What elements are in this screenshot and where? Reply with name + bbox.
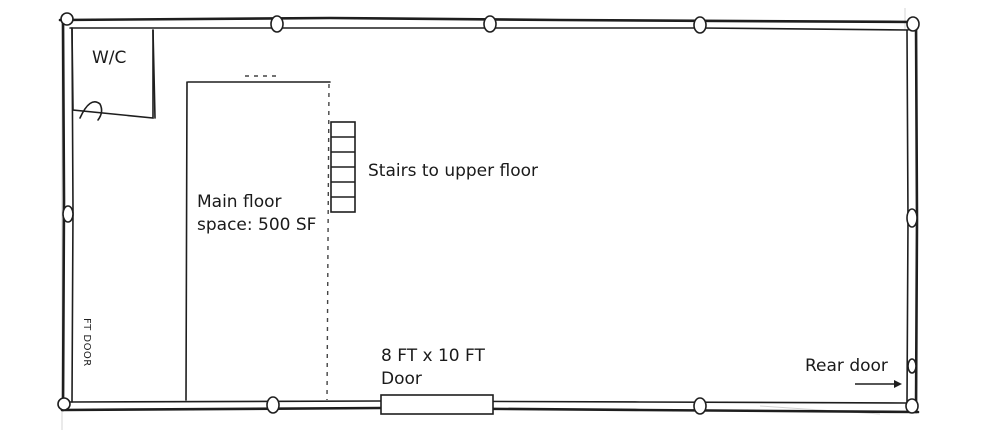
outer-walls	[58, 16, 920, 414]
door-size-label-line1: 8 FT x 10 FT	[381, 346, 485, 366]
front-door-side-label: FT DOOR	[81, 318, 92, 367]
overhead-door-symbol	[380, 394, 494, 415]
main-floor-label-line2: space: 500 SF	[197, 215, 317, 235]
wc-label: W/C	[92, 48, 127, 68]
stairs-symbol	[330, 121, 356, 213]
stairs-label: Stairs to upper floor	[368, 161, 539, 181]
main-floor-area	[185, 75, 331, 401]
main-floor-label-line1: Main floor	[197, 192, 282, 212]
door-size-label-line2: Door	[381, 369, 422, 389]
wc-room	[71, 27, 156, 121]
arrow-right-icon	[855, 380, 902, 388]
column-posts	[57, 12, 920, 415]
rear-door-label: Rear door	[805, 356, 888, 376]
